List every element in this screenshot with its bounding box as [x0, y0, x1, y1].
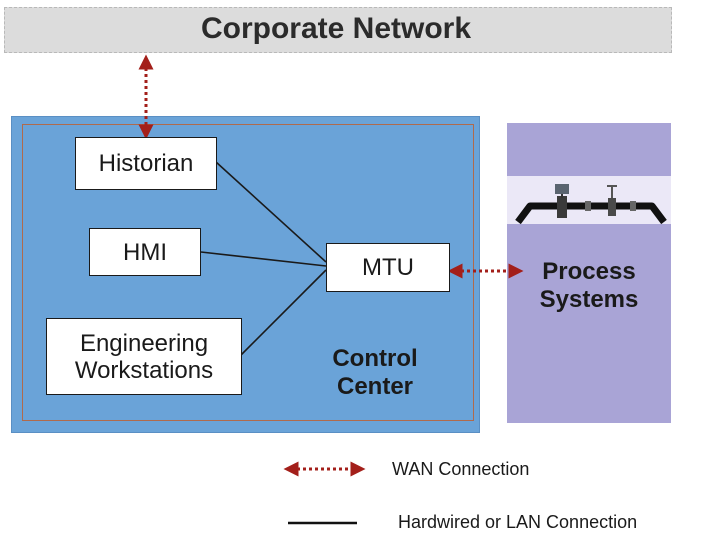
process-systems-label-line1: Process [542, 258, 636, 285]
mtu-node: MTU [326, 243, 450, 292]
corporate-network-label: Corporate Network [200, 12, 472, 45]
process-pipeline-band [507, 176, 671, 224]
hmi-node: HMI [89, 228, 201, 276]
mtu-label: MTU [362, 254, 414, 281]
engineering-workstations-node: Engineering Workstations [46, 318, 242, 395]
process-systems-label-line2: Systems [539, 286, 639, 313]
historian-label: Historian [98, 150, 194, 177]
engineering-label-line2: Workstations [74, 356, 214, 384]
hmi-label: HMI [123, 238, 167, 266]
process-systems-label: Process Systems [510, 258, 668, 314]
legend-wan-label: WAN Connection [392, 459, 530, 479]
lan-link-historian-mtu [215, 161, 327, 263]
process-systems-panel [507, 123, 671, 423]
pipeline-icon [515, 184, 667, 225]
lan-link-hmi-mtu [200, 251, 327, 267]
control-center-label-line1: Control [332, 345, 418, 372]
engineering-label-line1: Engineering [79, 329, 209, 357]
control-center-label: Control Center [300, 345, 450, 401]
lan-link-engineering-mtu [239, 269, 327, 357]
control-center-label-line2: Center [336, 373, 414, 400]
corporate-network-bar [4, 7, 672, 53]
legend-lan-label: Hardwired or LAN Connection [398, 512, 638, 532]
historian-node: Historian [75, 137, 217, 190]
